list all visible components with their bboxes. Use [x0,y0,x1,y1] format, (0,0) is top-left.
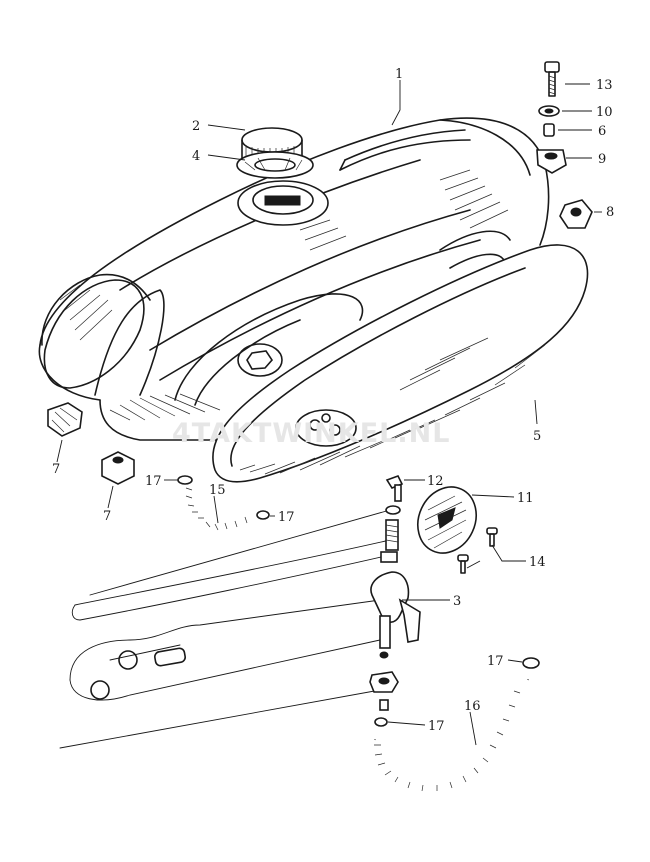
fuel-tank [38,117,550,441]
emblem-screw [457,554,469,574]
callout-5: 5 [533,429,541,444]
mounting-bolt [544,61,560,97]
hose-clip [256,510,270,520]
watermark-text: 4TAKTWINKEL.NL [172,418,450,449]
callout-3: 3 [453,594,461,609]
rubber-mount-left-1 [47,402,83,437]
rubber-mount-left-2 [101,451,135,485]
rubber-mount-nut [536,149,567,174]
fuel-hose-short [182,481,261,532]
callout-17c: 17 [428,719,445,734]
callout-11: 11 [517,491,534,506]
washer [538,105,560,117]
callout-8: 8 [606,205,614,220]
hose-clip [374,717,388,727]
knee-grip-panel [212,244,589,483]
petcock-valve [370,519,421,659]
callout-1: 1 [395,67,403,82]
callout-9: 9 [598,152,606,167]
callout-17a: 17 [145,474,162,489]
callout-2: 2 [192,119,200,134]
frame-outline [59,509,391,749]
callout-14: 14 [529,555,546,570]
callout-15: 15 [209,483,226,498]
rubber-mount-grommet [559,199,593,229]
callout-6: 6 [598,124,606,139]
petcock-nut [369,671,399,693]
petcock-washer [385,505,401,515]
petcock-filter [379,699,389,711]
bushing [543,123,555,137]
callout-12: 12 [427,474,444,489]
callout-16: 16 [464,699,481,714]
tank-emblem [417,486,477,554]
leader-lines [56,80,602,746]
callout-7a: 7 [52,462,60,477]
callout-13: 13 [596,78,613,93]
fuel-hose-long [372,679,530,795]
cap-gasket [236,151,314,179]
callout-7b: 7 [103,509,111,524]
callout-labels: 1 2 4 13 10 6 9 8 5 7 7 17 15 17 12 11 1… [52,67,614,734]
emblem-screw [486,527,498,547]
callout-10: 10 [596,105,613,120]
hose-clip [177,475,193,485]
callout-17b: 17 [278,510,295,525]
petcock-screw [385,475,404,502]
hose-clip [522,657,540,669]
callout-4: 4 [192,149,200,164]
callout-17d: 17 [487,654,504,669]
